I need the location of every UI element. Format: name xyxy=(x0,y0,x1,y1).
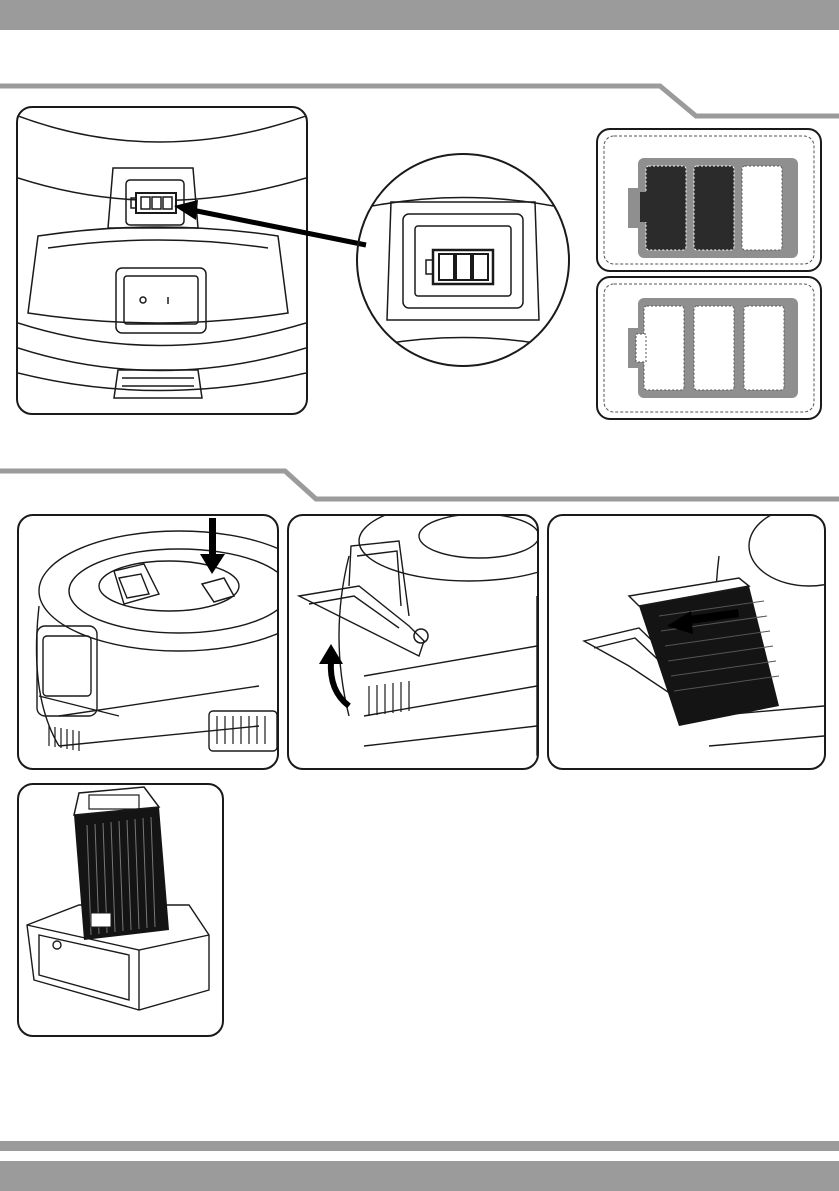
battery-level-charged xyxy=(596,128,822,272)
battery-pack xyxy=(629,578,779,726)
battery-pack xyxy=(74,787,169,940)
lift-handle-figure xyxy=(287,514,539,770)
battery-on-charger-figure xyxy=(17,783,224,1037)
battery-level-empty xyxy=(596,276,822,420)
footer-rule xyxy=(0,1141,839,1151)
pointer-arrow-icon xyxy=(170,200,370,260)
vacuum-control-panel-figure xyxy=(16,106,308,415)
section-rule-2 xyxy=(0,466,839,506)
slide-out-battery-figure xyxy=(547,514,826,770)
battery-bar-1 xyxy=(646,166,686,250)
battery-bar-2 xyxy=(694,166,734,250)
footer-bar xyxy=(0,1161,839,1191)
indicator-zoom-circle xyxy=(353,150,573,370)
down-arrow-icon xyxy=(200,518,225,574)
press-release-button-figure xyxy=(17,514,279,770)
header-bar xyxy=(0,0,839,30)
battery-bar-3 xyxy=(742,166,782,250)
